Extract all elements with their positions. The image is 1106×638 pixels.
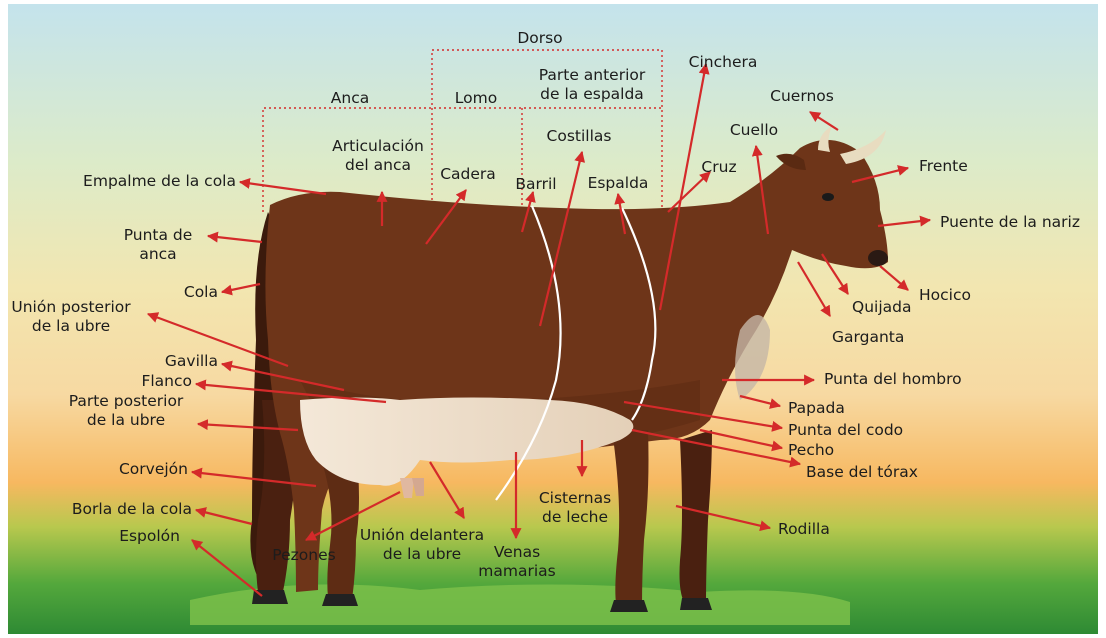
label-flanco: Flanco xyxy=(100,372,192,391)
label-frente: Frente xyxy=(919,157,968,176)
label-cisternas-leche: Cisternas de leche xyxy=(530,489,620,527)
hoof-3 xyxy=(610,600,648,612)
label-quijada: Quijada xyxy=(852,298,911,317)
label-punta-hombro: Punta del hombro xyxy=(824,370,962,389)
label-union-delantera-ubre: Unión delantera de la ubre xyxy=(352,526,492,564)
label-barril: Barril xyxy=(508,175,564,194)
label-hocico: Hocico xyxy=(919,286,971,305)
label-base-torax: Base del tórax xyxy=(806,463,918,482)
label-punta-anca-line1: Punta de xyxy=(110,226,206,245)
label-cola: Cola xyxy=(140,283,218,302)
label-venas-mamarias: Venas mamarias xyxy=(472,543,562,581)
hoof-4 xyxy=(680,598,712,610)
label-articulacion-line1: Articulación xyxy=(318,137,438,156)
label-venas-line1: Venas xyxy=(472,543,562,562)
label-articulacion-anca: Articulación del anca xyxy=(318,137,438,175)
label-venas-line2: mamarias xyxy=(472,562,562,581)
label-parte-posterior-line2: de la ubre xyxy=(60,411,192,430)
label-espalda: Espalda xyxy=(582,174,654,193)
label-pezones: Pezones xyxy=(266,546,342,565)
label-anca: Anca xyxy=(320,89,380,108)
eye xyxy=(822,193,834,201)
label-cuernos: Cuernos xyxy=(752,87,852,106)
label-garganta: Garganta xyxy=(832,328,904,347)
label-cadera: Cadera xyxy=(432,165,504,184)
label-parte-posterior-line1: Parte posterior xyxy=(60,392,192,411)
label-pecho: Pecho xyxy=(788,441,834,460)
label-costillas: Costillas xyxy=(534,127,624,146)
label-articulacion-line2: del anca xyxy=(318,156,438,175)
label-union-delantera-line2: de la ubre xyxy=(352,545,492,564)
label-lomo: Lomo xyxy=(446,89,506,108)
label-union-delantera-line1: Unión delantera xyxy=(352,526,492,545)
label-cinchera: Cinchera xyxy=(678,53,768,72)
label-cruz: Cruz xyxy=(694,158,744,177)
label-punta-anca-line2: anca xyxy=(110,245,206,264)
label-empalme-cola: Empalme de la cola xyxy=(30,172,236,191)
label-parte-anterior-line1: Parte anterior xyxy=(522,66,662,85)
label-rodilla: Rodilla xyxy=(778,520,830,539)
label-puente-nariz: Puente de la nariz xyxy=(940,213,1080,232)
label-espolon: Espolón xyxy=(80,527,180,546)
label-dorso: Dorso xyxy=(510,29,570,48)
grass-patch xyxy=(190,584,850,625)
label-parte-posterior-ubre: Parte posterior de la ubre xyxy=(60,392,192,430)
label-cisternas-line2: de leche xyxy=(530,508,620,527)
label-corvejon: Corvejón xyxy=(80,460,188,479)
label-borla-cola: Borla de la cola xyxy=(30,500,192,519)
label-parte-anterior-espalda: Parte anterior de la espalda xyxy=(522,66,662,104)
label-punta-anca: Punta de anca xyxy=(110,226,206,264)
label-punta-codo: Punta del codo xyxy=(788,421,903,440)
label-papada: Papada xyxy=(788,399,845,418)
hoof-2 xyxy=(322,594,358,606)
label-cuello: Cuello xyxy=(716,121,792,140)
label-parte-anterior-line2: de la espalda xyxy=(522,85,662,104)
label-union-posterior-ubre: Unión posterior de la ubre xyxy=(6,298,136,336)
muzzle xyxy=(868,250,888,266)
label-cisternas-line1: Cisternas xyxy=(530,489,620,508)
label-gavilla: Gavilla xyxy=(100,352,218,371)
label-union-posterior-line1: Unión posterior xyxy=(6,298,136,317)
label-union-posterior-line2: de la ubre xyxy=(6,317,136,336)
